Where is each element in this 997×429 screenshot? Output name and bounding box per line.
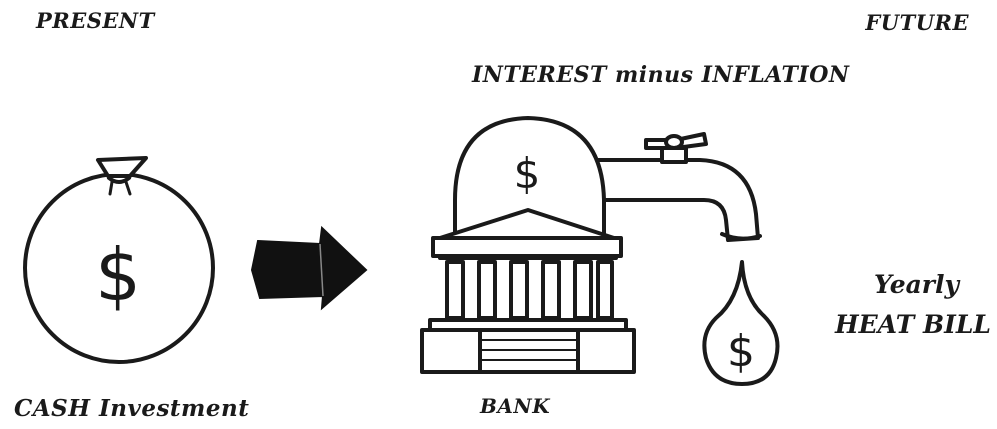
bank-building-icon [420,116,636,374]
bag-dollar-symbol: $ [95,233,141,317]
money-bag-icon [23,156,215,364]
interest-minus-inflation-label: INTEREST minus INFLATION [472,62,850,88]
yearly-label: Yearly [874,270,959,299]
drop-dollar-symbol: $ [727,326,755,377]
heat-bill-label: HEAT BILL [835,310,991,339]
present-label: PRESENT [36,8,155,33]
faucet-icon [594,132,762,242]
dome-dollar-symbol: $ [514,149,541,198]
cash-investment-label: CASH Investment [14,395,250,422]
future-label: FUTURE [865,10,969,35]
water-drop-icon [702,260,780,386]
arrow-right-icon [250,225,368,311]
bank-label: BANK [480,394,551,418]
